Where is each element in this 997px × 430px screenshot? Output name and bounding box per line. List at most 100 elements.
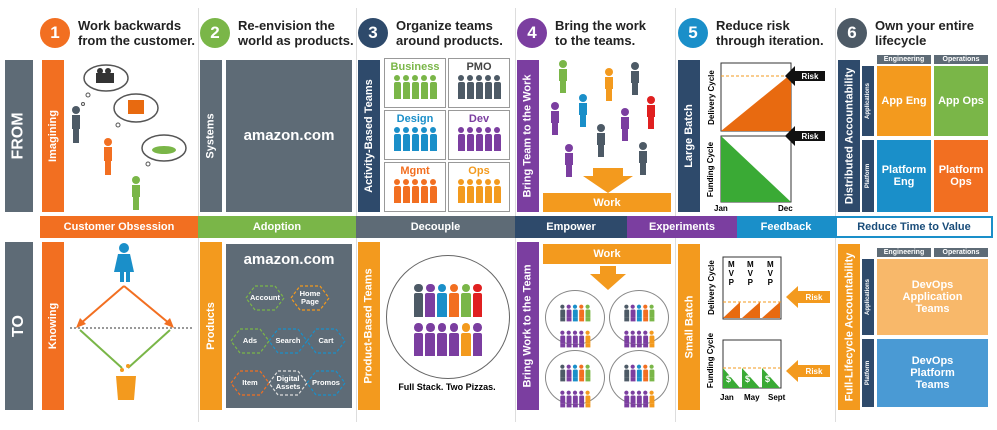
delivery-cycle-label: Delivery Cycle — [706, 69, 716, 125]
band-decouple: Decouple — [356, 216, 515, 238]
platform-row-label: Platform — [862, 140, 874, 212]
scattered-people-illustration — [551, 60, 655, 193]
service-hexagon-label: Item — [242, 378, 258, 387]
person-icon — [429, 127, 437, 151]
from-risk-label-1: Risk — [801, 71, 819, 81]
ops-header: Operations — [934, 248, 988, 257]
from-systems-bar: Systems — [200, 60, 222, 212]
from-jan-label: Jan — [714, 204, 728, 213]
to-full-lifecycle-bar: Full-Lifecycle Accountability — [838, 244, 860, 410]
team-cell-ops: Ops — [448, 162, 510, 212]
to-bring-work-bar: Bring Work to the Team — [517, 242, 539, 410]
service-hexagon: Digital Assets — [268, 370, 308, 396]
person-icon — [623, 390, 629, 408]
team-circle — [545, 350, 605, 408]
person-icon — [429, 179, 437, 203]
from-distributed-bar: Distributed Accountability — [838, 60, 860, 212]
applications-row-label: Applications — [862, 259, 874, 335]
team-people — [619, 364, 660, 382]
funding-cycle-label: Funding Cycle — [706, 332, 716, 388]
person-icon — [649, 304, 655, 322]
risk-arrow-icon — [786, 286, 830, 308]
person-icon — [585, 364, 591, 382]
person-icon — [642, 390, 648, 408]
two-pizza-caption: Full Stack. Two Pizzas. — [398, 382, 496, 392]
person-icon — [642, 304, 648, 322]
band-adoption: Adoption — [198, 216, 356, 238]
applications-row-label: Applications — [862, 66, 874, 136]
row-label-from: FROM — [5, 60, 33, 212]
team-people — [387, 284, 509, 318]
from-activity-teams-bar: Activity-Based Teams — [358, 60, 380, 212]
team-people — [385, 75, 445, 99]
to-sept-label: Sept — [768, 393, 786, 402]
person-icon — [623, 330, 629, 348]
person-icon — [566, 330, 572, 348]
person-icon — [457, 127, 465, 151]
team-people — [555, 364, 596, 382]
devops-platform-box: DevOps Platform Teams — [877, 339, 988, 407]
person-icon — [484, 179, 492, 203]
person-icon — [636, 304, 642, 322]
separator — [835, 8, 836, 422]
platform-eng-box: Platform Eng — [877, 140, 931, 212]
from-imagining-bar: Imagining — [42, 60, 64, 212]
from-bring-team-bar: Bring Team to the Work — [517, 60, 539, 212]
team-circle — [609, 350, 669, 408]
person-icon — [457, 179, 465, 203]
person-icon — [466, 179, 474, 203]
service-hexagon-label: Ads — [242, 336, 258, 345]
person-icon — [393, 75, 401, 99]
separator — [356, 8, 357, 422]
person-icon — [630, 364, 636, 382]
dollar-icon: $ — [765, 374, 771, 384]
step-number-6: 6 — [837, 18, 867, 48]
person-icon — [578, 390, 584, 408]
person-icon — [630, 330, 636, 348]
person-icon — [649, 330, 655, 348]
person-icon — [559, 330, 565, 348]
person-icon — [460, 323, 471, 357]
person-icon — [493, 127, 501, 151]
dollar-icon: $ — [726, 374, 732, 384]
team-circle — [545, 290, 605, 348]
person-icon — [484, 75, 492, 99]
team-cell-pmo: PMO — [448, 58, 510, 108]
person-icon — [425, 323, 436, 357]
to-products-bar: Products — [200, 242, 222, 410]
step-number-5: 5 — [678, 18, 708, 48]
service-hexagon: Account — [245, 285, 285, 311]
team-cell-dev: Dev — [448, 110, 510, 160]
person-icon — [420, 179, 428, 203]
person-icon — [642, 330, 648, 348]
amazon-microservices — [226, 244, 352, 408]
person-icon — [623, 304, 629, 322]
two-pizza-team-circle — [386, 255, 510, 379]
person-icon — [585, 390, 591, 408]
team-people — [555, 390, 596, 408]
person-icon — [642, 364, 648, 382]
knowing-illustration — [70, 243, 192, 400]
person-icon — [425, 284, 436, 318]
person-icon — [393, 179, 401, 203]
team-people — [619, 390, 660, 408]
eng-header: Engineering — [877, 248, 931, 257]
service-hexagon-label: Home Page — [299, 289, 321, 306]
person-icon — [420, 75, 428, 99]
service-hexagon: Home Page — [290, 285, 330, 311]
team-people — [555, 330, 596, 348]
person-icon — [559, 304, 565, 322]
service-hexagon: Cart — [306, 328, 346, 354]
person-icon — [493, 179, 501, 203]
band-reduce-time-to-value: Reduce Time to Value — [835, 216, 993, 238]
team-cell-mgmt: Mgmt — [384, 162, 446, 212]
separator — [198, 8, 199, 422]
